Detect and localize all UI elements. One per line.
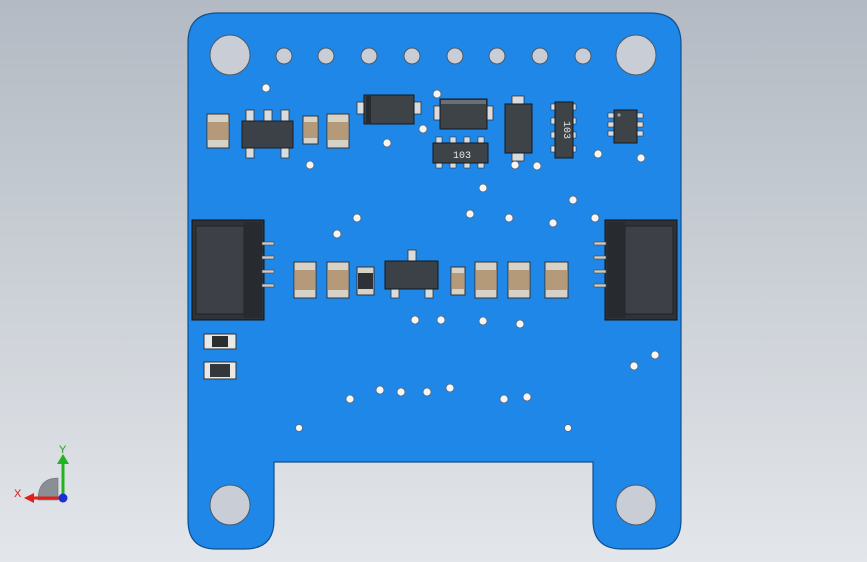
capacitor-c2[interactable] <box>326 113 350 149</box>
connector-right[interactable] <box>593 219 678 321</box>
sma-diode-d3[interactable] <box>504 95 533 162</box>
coordinate-triad: X Y <box>14 444 69 503</box>
led-indicator[interactable] <box>203 333 237 350</box>
resistor-array-left-label: 103 <box>453 151 471 162</box>
connector-left[interactable] <box>191 219 275 321</box>
capacitor-c4[interactable] <box>326 261 350 299</box>
triad-x-arrow <box>24 493 34 503</box>
capacitor-c1[interactable] <box>206 113 230 149</box>
diode-d2[interactable] <box>433 98 494 130</box>
mounting-holes <box>209 34 657 526</box>
resistor-r1[interactable] <box>302 115 319 145</box>
resistor-r3[interactable] <box>450 266 466 296</box>
mounting-hole-bottom-left <box>209 484 251 526</box>
triad-y-arrow <box>57 454 69 464</box>
capacitor-c6[interactable] <box>507 261 531 299</box>
mounting-hole-top-right <box>615 34 657 76</box>
resistor-r4[interactable] <box>203 361 237 380</box>
resistor-array-right[interactable]: 103 <box>550 101 577 159</box>
capacitor-c7[interactable] <box>544 261 569 299</box>
triad-plane <box>37 477 59 501</box>
diode-d1[interactable] <box>356 94 422 125</box>
resistor-array-right-label: 103 <box>560 121 571 139</box>
header-pin-holes <box>275 47 592 65</box>
capacitor-c5[interactable] <box>474 261 498 299</box>
vias <box>261 83 660 432</box>
sot23-6-ic[interactable] <box>607 109 644 144</box>
mounting-hole-bottom-right <box>615 484 657 526</box>
resistor-array-left[interactable]: 103 <box>432 136 489 169</box>
resistor-r2[interactable] <box>356 266 375 296</box>
mounting-hole-top-left <box>209 34 251 76</box>
capacitor-c3[interactable] <box>293 261 317 299</box>
sot23-transistor[interactable] <box>384 249 439 299</box>
triad-z-axis <box>58 493 68 503</box>
sot23-5-regulator[interactable] <box>241 109 294 159</box>
triad-x-label: X <box>14 488 22 500</box>
triad-y-label: Y <box>59 444 67 456</box>
